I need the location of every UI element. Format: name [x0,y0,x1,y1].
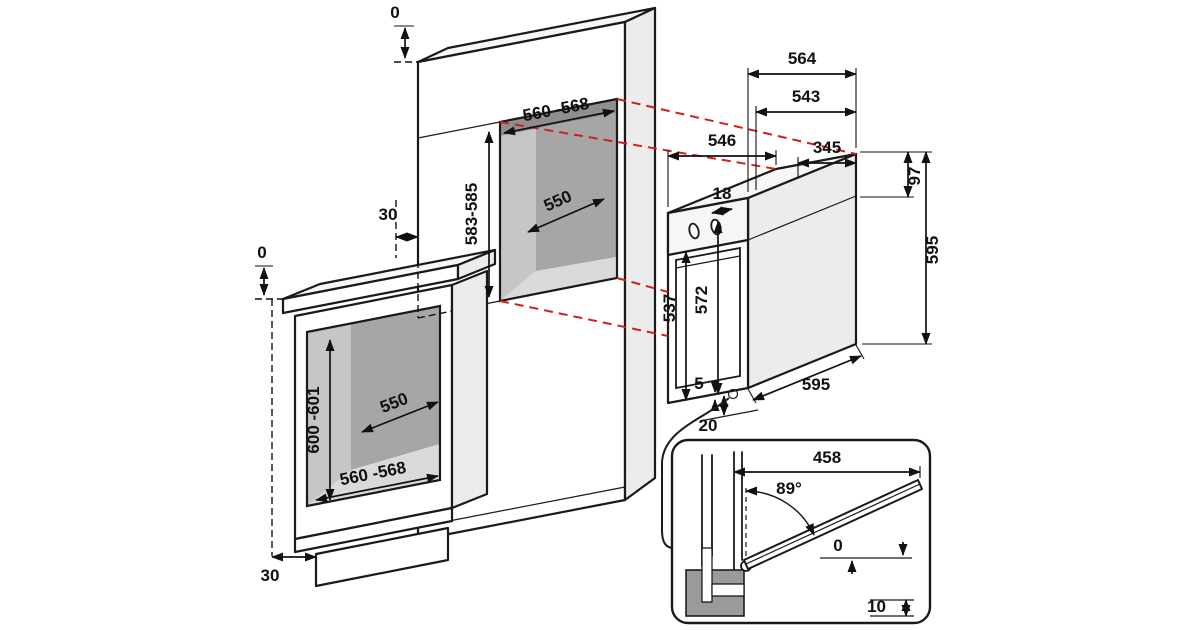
dim-oven-depth-side: 546 [708,131,736,150]
dim-base-top-clearance: 0 [257,243,266,262]
detail-leader-line [661,397,730,549]
hidden-edges [255,200,453,556]
dim-oven-width: 595 [802,375,830,394]
dim-tall-top-clearance: 0 [390,3,399,22]
detail-reference-point [727,388,739,400]
dim-base-niche-height: 600 -601 [304,386,323,453]
dim-oven-depth-total: 564 [788,49,817,68]
dim-door-open-angle: 89° [776,479,802,498]
dim-oven-front-height-a: 537 [660,294,679,322]
dim-oven-height: 595 [923,236,942,264]
dim-tall-rear-gap: 30 [379,205,398,224]
oven-knob-left [688,222,700,240]
dim-oven-depth-body: 543 [792,87,820,106]
plinth [314,526,450,588]
dim-oven-top-rear: 345 [813,138,841,157]
dim-oven-panel-height: 97 [905,167,924,186]
base-cabinet-side-face [450,269,489,510]
dim-oven-front-height-b: 572 [692,286,711,314]
dim-oven-base-clearance: 20 [699,416,718,435]
dim-base-plinth-recess: 30 [261,566,280,585]
dim-tall-niche-height: 583-585 [462,183,481,245]
dimensions: 0 550 600 -601 560 -568 30 0 560 -568 58… [255,3,942,585]
door-detail-inset: 458 89° 0 10 [661,397,932,625]
tall-cabinet-side-face [623,6,657,502]
dim-door-floor-gap: 10 [867,597,886,616]
dim-oven-door-gap: 5 [694,374,703,393]
dim-door-level: 0 [833,536,842,555]
dim-oven-front-lip: 18 [713,184,732,203]
dim-door-open-depth: 458 [813,448,841,467]
